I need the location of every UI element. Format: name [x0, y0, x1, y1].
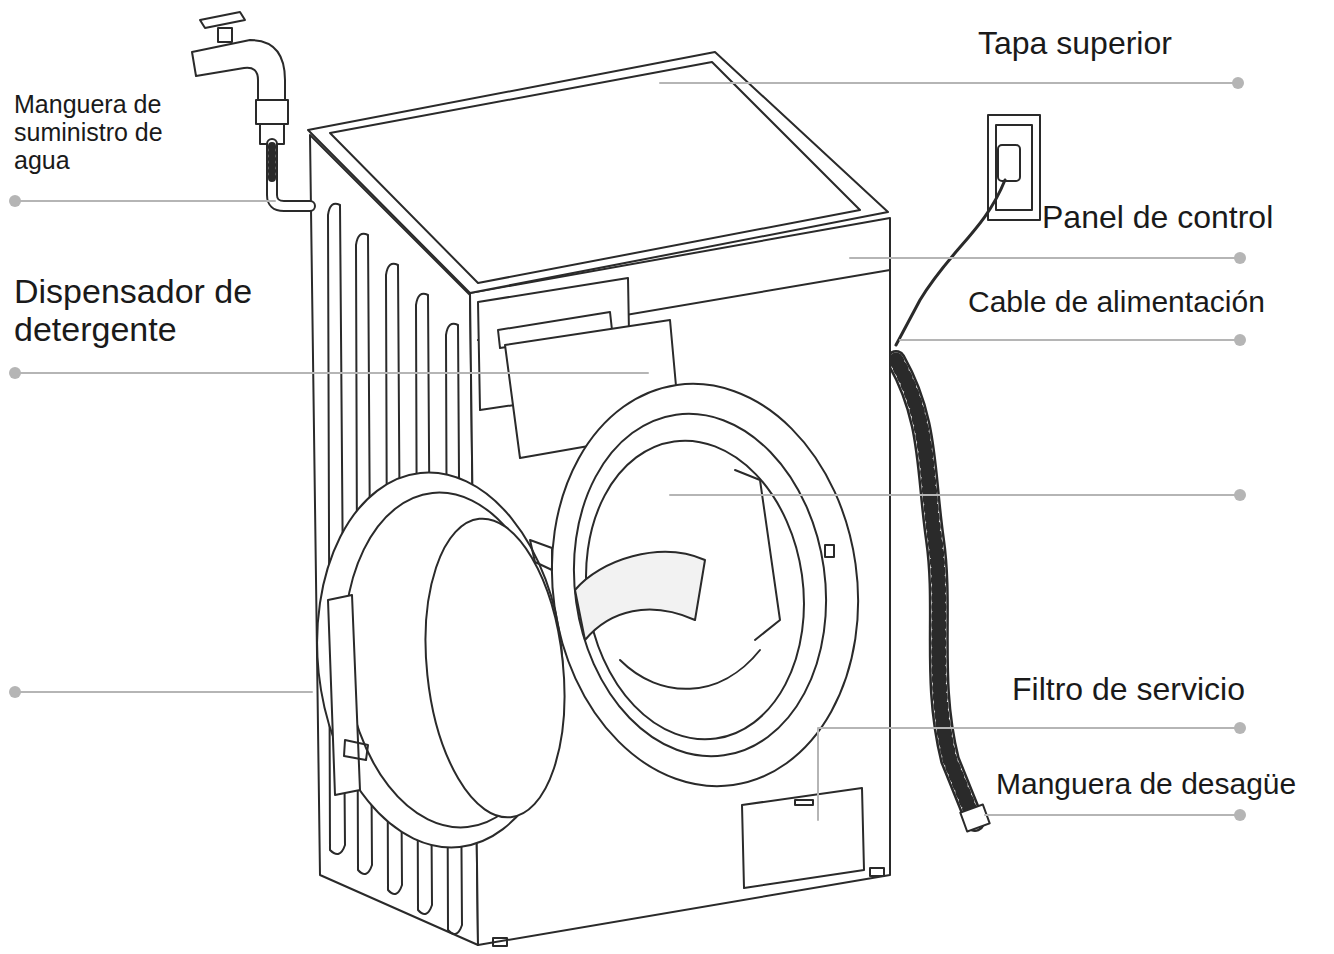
- leader-line: [670, 494, 1240, 496]
- foot: [493, 938, 507, 946]
- leader-dot: [1234, 809, 1246, 821]
- leader-line: [15, 372, 648, 374]
- faucet-stem: [218, 28, 232, 42]
- door-handle: [328, 595, 360, 795]
- leader-dot: [1234, 252, 1246, 264]
- part-label: Filtro de servicio: [1012, 672, 1312, 708]
- drum-inner: [567, 426, 823, 753]
- part-label: Manguera de suministro de agua: [14, 90, 204, 174]
- drain-hose-end: [960, 804, 989, 831]
- top-cover: [308, 52, 888, 293]
- wall-outlet: [988, 115, 1040, 220]
- faucet-body: [192, 40, 285, 100]
- door-hook: [344, 740, 368, 760]
- drain-hose-fill: [896, 360, 975, 822]
- leader-dot: [1234, 489, 1246, 501]
- leader-line: [15, 200, 275, 202]
- leader-dot: [9, 367, 21, 379]
- leader-lines: [15, 83, 1240, 820]
- drum-paddle-base: [620, 650, 760, 689]
- supply-hose-fill: [272, 144, 310, 206]
- door-ring: [526, 364, 883, 806]
- faucet-handle: [200, 12, 245, 28]
- leader-dots: [9, 77, 1246, 821]
- door-lock: [825, 545, 834, 557]
- drum-opening: [552, 397, 847, 772]
- leader-line: [660, 82, 1238, 84]
- filter-flap: [742, 788, 864, 888]
- door-glass: [412, 512, 579, 825]
- supply-hose-thread: [268, 146, 276, 180]
- leader-line: [850, 257, 1240, 259]
- door-hinge: [530, 540, 552, 570]
- part-label: Manguera de desagüe: [996, 767, 1334, 801]
- leader-dot: [1234, 722, 1246, 734]
- leader-dot: [9, 686, 21, 698]
- leader-dot: [1232, 77, 1244, 89]
- door-frame: [299, 460, 581, 859]
- foot: [870, 868, 884, 876]
- power-cable: [896, 180, 1005, 345]
- plug: [998, 145, 1020, 181]
- drum-paddle: [575, 552, 705, 640]
- top-cover-inset: [330, 62, 860, 283]
- leader-dot: [1234, 334, 1246, 346]
- supply-hose-outline: [272, 144, 310, 206]
- wall-outlet-inner: [996, 125, 1032, 210]
- drain-hose-outline: [896, 360, 975, 822]
- leader-line: [985, 814, 1240, 816]
- leader-dot: [9, 195, 21, 207]
- filter-notch: [795, 800, 813, 805]
- hose-connector: [256, 100, 288, 124]
- leader-line: [900, 339, 1240, 341]
- part-label: Dispensador de detergente: [14, 272, 284, 348]
- drain-hose-ribs: [896, 360, 975, 822]
- part-label: Tapa superior: [978, 26, 1278, 62]
- part-label: Panel de control: [1042, 200, 1332, 236]
- part-label: Cable de alimentación: [968, 285, 1328, 319]
- leader-line: [15, 691, 312, 693]
